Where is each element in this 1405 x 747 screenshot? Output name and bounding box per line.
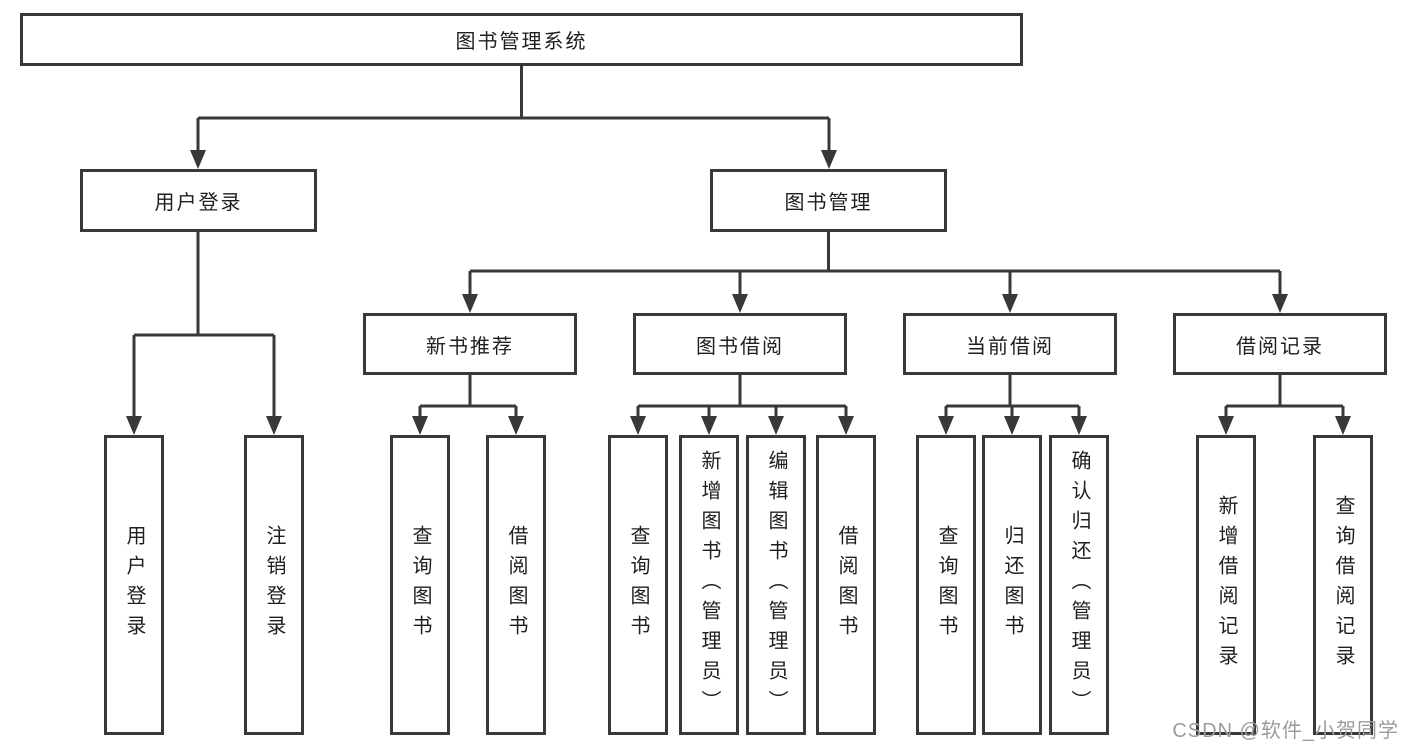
arrowhead [126,416,142,435]
leaf-label: 注销登录 [263,525,285,645]
node-book-borrow: 图书借阅 [633,313,847,375]
arrowhead [701,416,717,435]
edge-user-login-to-leaves [126,232,282,435]
leaf-user-login: 用户登录 [104,435,164,735]
leaf-borrow-edit-books-admin: 编辑图书（管理员） [746,435,806,735]
arrowhead [821,150,837,169]
arrowhead [630,416,646,435]
leaf-current-return-books: 归还图书 [982,435,1042,735]
arrowhead [412,416,428,435]
node-label: 图书管理 [784,192,873,214]
leaf-label: 查询图书 [409,525,431,645]
leaf-label: 借阅图书 [505,525,527,645]
edge-borrow-record-to-leaves [1218,375,1351,435]
node-book-management: 图书管理 [710,169,947,232]
leaf-borrow-query-books: 查询图书 [608,435,668,735]
node-label: 当前借阅 [966,335,1054,358]
node-label: 新书推荐 [426,335,514,358]
arrowhead [1004,416,1020,435]
leaf-logout: 注销登录 [244,435,304,735]
leaf-label: 用户登录 [123,525,145,645]
edge-new-book-to-leaves [412,375,524,435]
leaf-newbook-query-books: 查询图书 [390,435,450,735]
leaf-label: 查询图书 [935,525,957,645]
leaf-label: 归还图书 [1001,525,1023,645]
node-borrow-record: 借阅记录 [1173,313,1387,375]
node-label: 借阅记录 [1236,335,1324,358]
arrowhead [190,150,206,169]
node-label: 图书管理系统 [455,31,588,53]
edge-current-borrow-to-leaves [938,375,1087,435]
arrowhead [1002,294,1018,313]
arrowhead [838,416,854,435]
node-user-login: 用户登录 [80,169,317,232]
node-new-book-recommend: 新书推荐 [363,313,577,375]
arrowhead [266,416,282,435]
leaf-record-query: 查询借阅记录 [1313,435,1373,735]
node-label: 图书借阅 [696,335,784,358]
leaf-label: 编辑图书（管理员） [765,450,787,720]
leaf-label: 查询图书 [627,525,649,645]
arrowhead [938,416,954,435]
node-current-borrow: 当前借阅 [903,313,1117,375]
node-root-system: 图书管理系统 [20,13,1023,66]
arrowhead [1335,416,1351,435]
leaf-label: 新增借阅记录 [1215,495,1237,675]
arrowhead [1218,416,1234,435]
leaf-label: 确认归还（管理员） [1068,450,1090,720]
arrowhead [462,294,478,313]
leaf-record-add: 新增借阅记录 [1196,435,1256,735]
leaf-label: 新增图书（管理员） [698,450,720,720]
node-label: 用户登录 [154,192,243,214]
arrowhead [1272,294,1288,313]
leaf-current-query-books: 查询图书 [916,435,976,735]
edge-book-management-to-level3 [462,232,1288,313]
arrowhead [732,294,748,313]
arrowhead [508,416,524,435]
leaf-label: 查询借阅记录 [1332,495,1354,675]
leaf-borrow-borrow-books: 借阅图书 [816,435,876,735]
leaf-current-confirm-return-admin: 确认归还（管理员） [1049,435,1109,735]
edge-root-to-level2 [190,66,837,169]
leaf-newbook-borrow-books: 借阅图书 [486,435,546,735]
leaf-borrow-add-books-admin: 新增图书（管理员） [679,435,739,735]
arrowhead [1071,416,1087,435]
csdn-watermark: CSDN @软件_小贺同学 [1172,720,1399,742]
edge-book-borrow-to-leaves [630,375,854,435]
arrowhead [768,416,784,435]
leaf-label: 借阅图书 [835,525,857,645]
